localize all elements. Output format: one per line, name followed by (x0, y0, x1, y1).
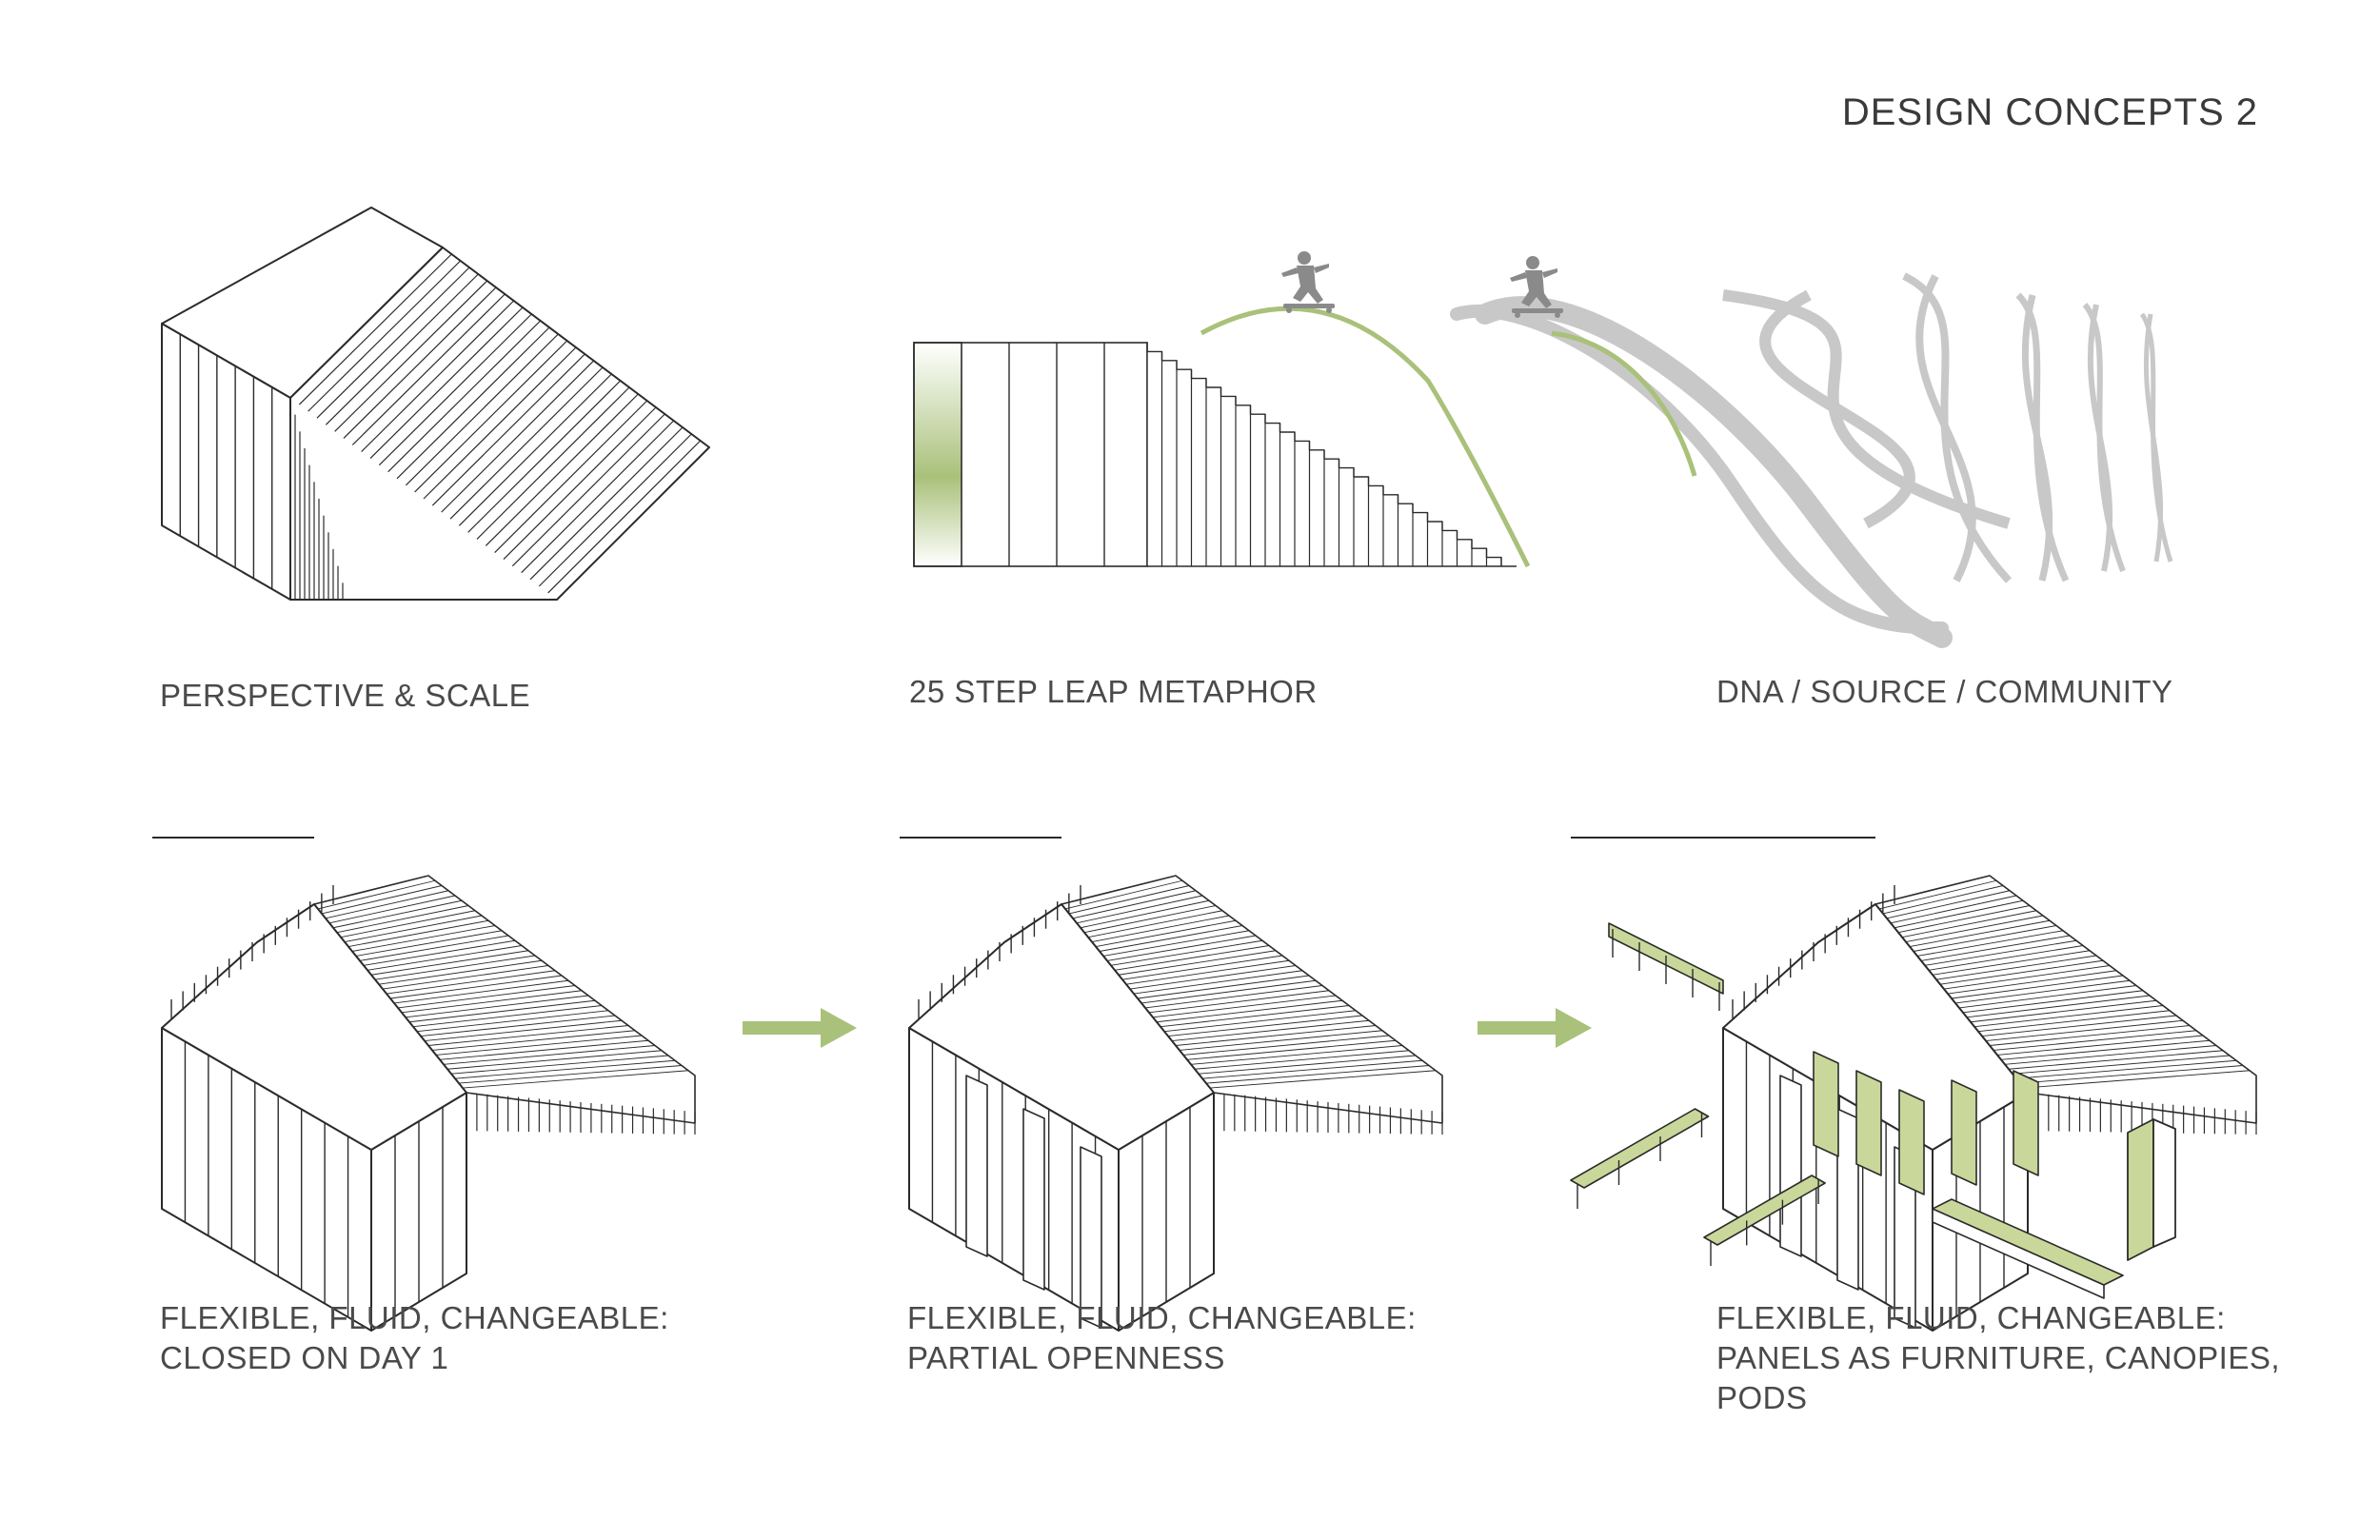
partial-diagram (900, 837, 1443, 1332)
dna-diagram (1409, 256, 2228, 657)
green-panel (913, 342, 962, 567)
leap-arc (1200, 306, 1531, 568)
green-panel (1898, 1089, 1925, 1195)
caption-leap: 25 STEP LEAP METAPHOR (909, 674, 1318, 709)
arrow-right-icon (1478, 1004, 1592, 1052)
dna-helix (1722, 289, 2011, 529)
open-panel (965, 1075, 988, 1257)
open-panel (1080, 1146, 1102, 1329)
caption-closed: FLEXIBLE, FLUID, CHANGEABLE: CLOSED ON D… (160, 1300, 669, 1375)
bench (1570, 1108, 1710, 1189)
skateboarder-icon (1281, 251, 1335, 313)
perspective-diagram (152, 200, 724, 619)
dna-strand (1475, 296, 1953, 648)
sheet-title: DESIGN CONCEPTS 2 (1841, 91, 2258, 133)
dna-helix (2143, 313, 2164, 563)
leap-diagram (895, 238, 1599, 600)
closed-diagram (152, 837, 696, 1332)
green-panel (1813, 1051, 1839, 1157)
caption-perspective: PERSPECTIVE & SCALE (160, 678, 531, 713)
green-panel (1855, 1070, 1882, 1176)
dna-helix (1915, 274, 1976, 582)
pod (2127, 1118, 2154, 1261)
dna-strand (1450, 304, 1949, 635)
dna-helix (2087, 304, 2113, 572)
pod-side (2152, 1118, 2176, 1248)
leap-arc (1551, 330, 1697, 477)
green-panel (2013, 1070, 2039, 1176)
arrow-right-icon (743, 1004, 857, 1052)
caption-partial: FLEXIBLE, FLUID, CHANGEABLE: PARTIAL OPE… (907, 1300, 1417, 1375)
furniture-diagram (1570, 837, 2257, 1332)
dna-helix (1759, 289, 1915, 529)
bench (1703, 1175, 1826, 1246)
caption-dna: DNA / SOURCE / COMMUNITY (1716, 674, 2173, 709)
dna-helix (2021, 294, 2053, 582)
bench-top (1932, 1198, 2124, 1286)
open-panel (1022, 1108, 1045, 1291)
caption-furniture: FLEXIBLE, FLUID, CHANGEABLE: PANELS AS F… (1716, 1300, 2281, 1415)
open-panel (1779, 1075, 1802, 1257)
skateboarder-icon (1510, 256, 1563, 318)
open-panel (1836, 1108, 1859, 1291)
green-panel (1951, 1079, 1977, 1186)
